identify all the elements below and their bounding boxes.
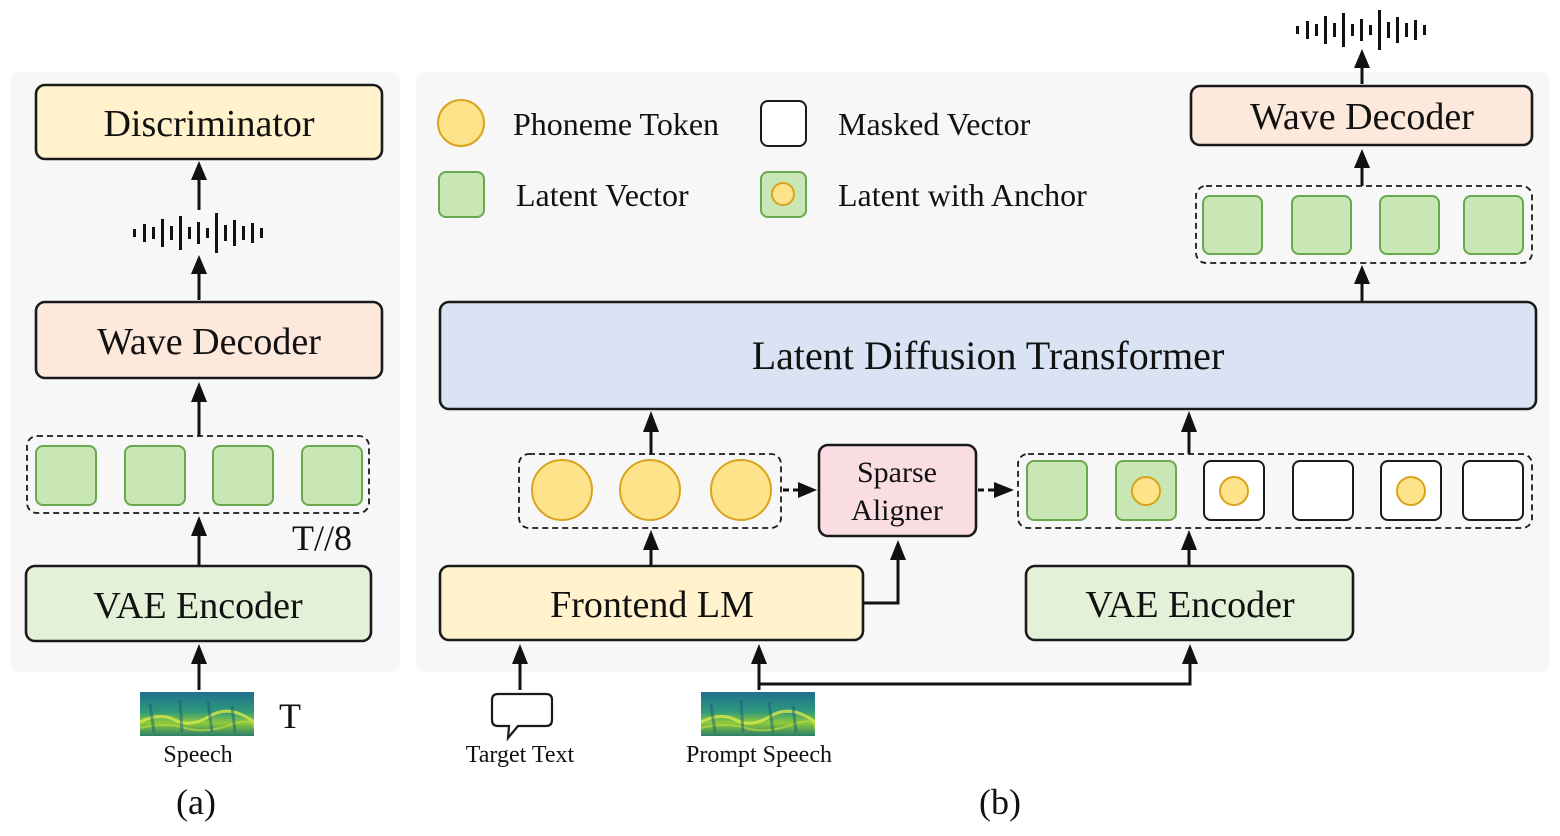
vae-encoder-box-a (24, 564, 373, 643)
arrow-head (643, 411, 659, 432)
legend-anchor-label: Latent with Anchor (838, 177, 1087, 213)
arrow-head (1354, 265, 1370, 284)
latent-diffusion-transformer-box (438, 300, 1538, 411)
latent-vector (301, 445, 363, 506)
arrow-head (890, 540, 906, 560)
legend-latent-swatch (438, 171, 485, 218)
anchor-dot (1219, 476, 1249, 506)
waveform-icon (1296, 10, 1426, 50)
legend-masked-label: Masked Vector (838, 106, 1031, 142)
legend-latent-label: Latent Vector (516, 177, 689, 213)
input-length-label: T (279, 696, 301, 736)
spectrogram-icon (701, 692, 815, 736)
arrow-head (643, 530, 659, 550)
arrow-head (191, 382, 207, 402)
frontend-lm-label: Frontend LM (550, 584, 754, 626)
latent-vector (124, 445, 186, 506)
legend-phoneme-swatch (437, 99, 485, 147)
panel-b: Phoneme Token Masked Vector Latent Vecto… (437, 10, 1538, 822)
panel-a: Discriminator Wave Decoder T//8 VAE Enco… (24, 83, 384, 822)
legend-anchor-dot (771, 182, 795, 206)
latent-vector (1379, 195, 1440, 255)
speech-bubble-icon (490, 692, 554, 742)
spectrogram-icon (140, 692, 254, 736)
vae-encoder-label-b: VAE Encoder (1085, 584, 1295, 626)
arrow-head (1181, 411, 1197, 432)
latent-vector (35, 445, 97, 506)
legend-phoneme-label: Phoneme Token (513, 106, 719, 142)
legend-masked-swatch (760, 100, 807, 147)
anchor-dot (1131, 476, 1161, 506)
arrow-head (191, 255, 207, 274)
masked-vector (1462, 460, 1524, 521)
anchor-dot (1396, 476, 1426, 506)
sparse-aligner-label-line2: Aligner (851, 494, 943, 527)
arrow-head (798, 482, 817, 498)
anchored-latent-group (1017, 453, 1533, 529)
legend: Phoneme Token Masked Vector Latent Vecto… (437, 99, 1087, 218)
latent-vector (212, 445, 274, 506)
sparse-aligner-label-line1: Sparse (857, 456, 937, 489)
arrow-head (994, 482, 1014, 498)
vae-encoder-box-b (1024, 564, 1355, 642)
latent-vector (1463, 195, 1524, 255)
wave-decoder-box-b (1189, 84, 1534, 147)
phoneme-token (619, 459, 681, 521)
wave-decoder-label-b: Wave Decoder (1250, 96, 1474, 138)
sparse-aligner-box (817, 443, 978, 538)
caption-b: (b) (979, 782, 1021, 822)
phoneme-token-group (518, 453, 782, 529)
prompt-speech-label: Prompt Speech (686, 742, 832, 768)
discriminator-label: Discriminator (103, 103, 314, 145)
wave-decoder-label-a: Wave Decoder (97, 321, 321, 363)
target-text-label: Target Text (466, 742, 575, 768)
frame-rate-label: T//8 (292, 518, 352, 558)
caption-a: (a) (176, 782, 216, 822)
arrow-head (191, 516, 207, 536)
latent-vector (1202, 195, 1263, 255)
latent-vector (1291, 195, 1352, 255)
arrow-head (191, 161, 207, 180)
arrow-head (191, 644, 207, 664)
latent-group-a (26, 435, 370, 514)
arrow-head (751, 644, 767, 664)
latent-diffusion-transformer-label: Latent Diffusion Transformer (752, 333, 1225, 378)
output-latent-group (1195, 185, 1533, 264)
arrow-head (1354, 49, 1370, 68)
phoneme-token (710, 459, 772, 521)
phoneme-token (531, 459, 593, 521)
masked-vector (1292, 460, 1354, 521)
vae-encoder-label-a: VAE Encoder (93, 585, 303, 627)
arrow-head (1354, 149, 1370, 168)
wave-decoder-box-a (34, 300, 384, 380)
latent-vector (1026, 460, 1088, 521)
speech-label: Speech (163, 742, 232, 768)
arrow-head (512, 644, 528, 664)
arrow-head (1181, 530, 1197, 550)
discriminator-box (34, 83, 384, 161)
arrow-head (1182, 644, 1198, 664)
